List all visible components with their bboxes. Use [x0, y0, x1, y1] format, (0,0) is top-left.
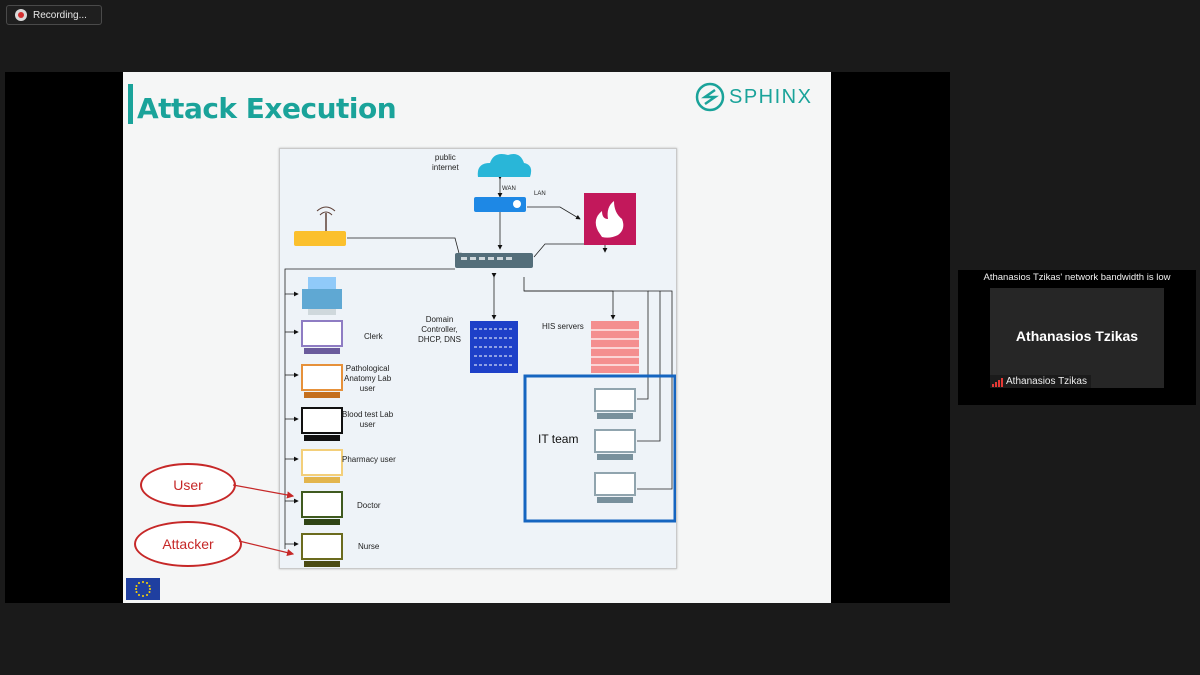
record-icon [15, 9, 27, 21]
label-wan: WAN [502, 186, 516, 192]
participant-name: Athanasios Tzikas [1015, 328, 1139, 344]
label-doctor: Doctor [357, 501, 381, 510]
connection-lines [284, 175, 673, 549]
workstation-blood-test [301, 407, 343, 441]
callout-arrows [232, 484, 295, 557]
workstation-doctor [301, 491, 343, 525]
label-blood-test: Blood test Lab user [342, 410, 394, 429]
presentation-slide: Attack Execution SPHINX [123, 72, 831, 603]
workstation-pathology [301, 364, 343, 398]
sphinx-logo: SPHINX [695, 82, 812, 112]
participant-panel: Athanasios Tzikas' network bandwidth is … [958, 270, 1196, 405]
signal-strength-icon [992, 377, 1003, 387]
label-pathological: Pathological Anatomy Lab user [344, 364, 392, 393]
user-callout: User [140, 463, 236, 507]
switch-icon [455, 253, 533, 268]
bandwidth-notice: Athanasios Tzikas' network bandwidth is … [983, 272, 1171, 283]
modem-icon [474, 197, 526, 212]
sphinx-logo-icon [695, 82, 725, 112]
domain-controller-icon [470, 321, 518, 373]
title-accent-bar [128, 84, 133, 124]
network-diagram-graphics [284, 154, 676, 567]
workstation-it-2 [594, 429, 636, 460]
participant-tag-label: Athanasios Tzikas [1006, 376, 1087, 387]
eu-flag-icon [126, 578, 160, 600]
workstation-pharmacy [301, 449, 343, 483]
label-domain-controller: Domain Controller, DHCP, DNS [418, 315, 461, 344]
label-pharmacy: Pharmacy user [342, 455, 396, 464]
screen-share-area: Attack Execution SPHINX [5, 72, 950, 603]
label-his-servers: HIS servers [542, 322, 584, 331]
participant-name-tag: Athanasios Tzikas [990, 375, 1091, 388]
his-servers-icon [591, 321, 639, 373]
sphinx-logo-text: SPHINX [729, 85, 813, 108]
label-public-internet: public internet [432, 153, 459, 172]
label-lan: LAN [534, 191, 546, 197]
label-it-team: IT team [538, 432, 579, 446]
workstation-clerk [301, 320, 343, 354]
workstation-it-1 [594, 388, 636, 419]
slide-title: Attack Execution [137, 92, 397, 125]
cloud-icon [477, 154, 532, 177]
attacker-callout: Attacker [134, 521, 242, 567]
printer-icon [302, 289, 342, 309]
network-diagram: public internet WAN LAN Domain Controlle… [279, 148, 677, 569]
wifi-router-icon [294, 231, 346, 246]
workstation-it-3 [594, 472, 636, 503]
participant-video-tile[interactable]: Athanasios Tzikas Athanasios Tzikas [990, 288, 1164, 388]
it-team-box [523, 374, 676, 523]
recording-label: Recording... [33, 9, 87, 21]
workstation-nurse [301, 533, 343, 567]
label-clerk: Clerk [364, 332, 383, 341]
label-nurse: Nurse [358, 542, 380, 551]
recording-indicator[interactable]: Recording... [6, 5, 102, 25]
